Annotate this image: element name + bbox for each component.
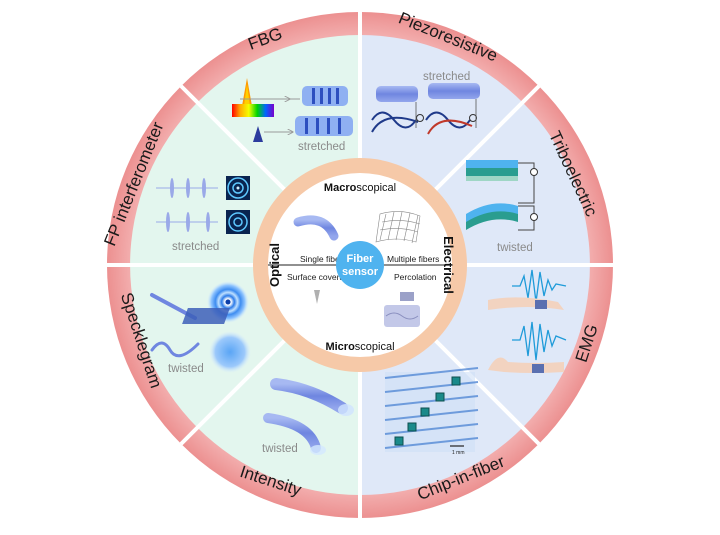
speckle-twisted-label: twisted (168, 363, 204, 375)
fbg-panel: stretched (232, 78, 353, 153)
scale-bar-label: 1 mm (452, 450, 465, 456)
center-line1: Fiber (347, 253, 375, 265)
fbg-stretched-label: stretched (298, 141, 345, 153)
center-line2: sensor (342, 266, 379, 278)
triboelectric-panel: twisted (466, 160, 538, 254)
piezo-stretched-label: stretched (423, 71, 470, 83)
electrical-label: Electrical (441, 236, 456, 294)
single-fiber-label: Single fiber (300, 254, 343, 264)
surface-coverage-icon (182, 290, 320, 324)
surface-coverage-label: Surface coverage (287, 272, 354, 282)
macroscopical-label: Macroscopical (324, 182, 396, 194)
fp-interferometer-panel: stretched (156, 176, 250, 253)
emg-panel (488, 269, 567, 373)
piezoresistive-panel: stretched (371, 71, 480, 135)
tribo-twisted-label: twisted (497, 242, 533, 254)
optical-label: Optical (267, 243, 282, 287)
multiple-fibers-icon (375, 211, 421, 244)
chip-in-fiber-panel: 1 mm (384, 367, 479, 456)
percolation-icon (384, 292, 420, 327)
center-circle (336, 241, 384, 289)
percolation-label: Percolation (394, 272, 437, 282)
single-fiber-icon (293, 215, 339, 241)
intensity-twisted-label: twisted (262, 443, 298, 455)
microscopical-label: Microscopical (325, 341, 394, 353)
fp-stretched-label: stretched (172, 241, 219, 253)
intensity-panel: twisted (262, 378, 354, 455)
multiple-fibers-label: Multiple fibers (387, 254, 439, 264)
